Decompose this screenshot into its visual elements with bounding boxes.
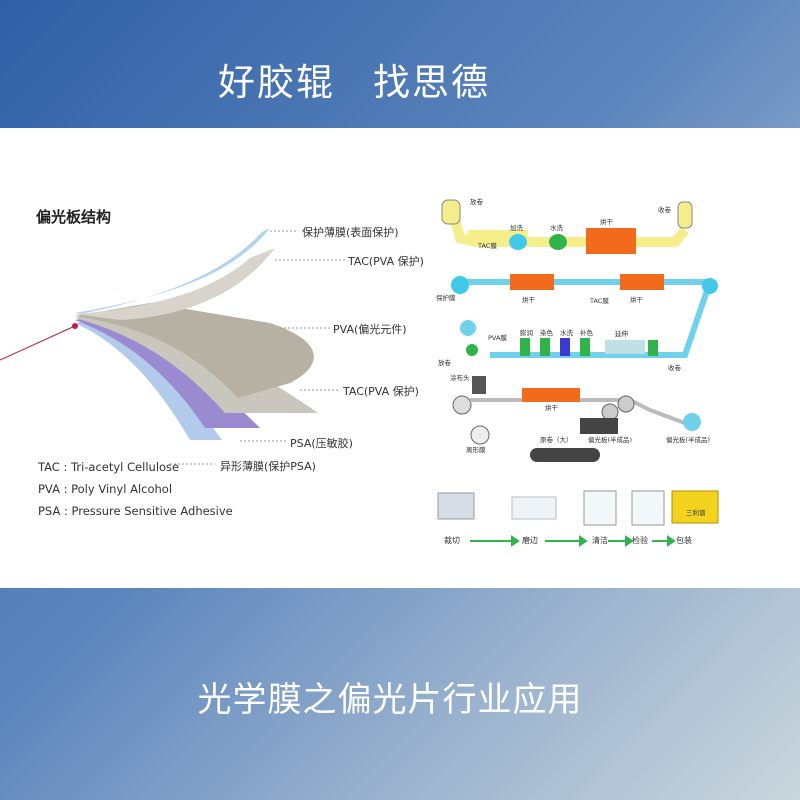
l2-s1: 膨润 bbox=[520, 328, 533, 337]
process-line-1: 加洗 水洗 烘干 放卷 收卷 TAC膜 bbox=[441, 197, 693, 254]
process-line-2: 烘干 烘干 TAC膜 保护膜 PVA膜 膨润 染色 水洗 延伸 补色 放卷 收卷 bbox=[436, 274, 718, 372]
final-steps-row: 三利谱 bbox=[437, 490, 719, 526]
l3-coater: 涂布头 bbox=[450, 373, 470, 382]
step-arrows bbox=[470, 535, 676, 547]
l3-dry: 烘干 bbox=[545, 403, 559, 412]
headline-part2: 找思德 bbox=[373, 61, 490, 104]
pointer-dot bbox=[72, 323, 78, 329]
edge-icon bbox=[511, 496, 557, 520]
headline: 好胶辊找思德 bbox=[0, 52, 800, 106]
box-label: 三利谱 bbox=[686, 508, 706, 517]
l1-coat2: 水洗 bbox=[550, 223, 564, 232]
cut-icon bbox=[437, 492, 475, 520]
layer-label-2: TAC(PVA 保护) bbox=[348, 255, 424, 268]
layer-label-3: PVA(偏光元件) bbox=[333, 323, 407, 336]
step-edge: 磨边 bbox=[522, 536, 538, 545]
l2-unwind: 放卷 bbox=[438, 358, 452, 367]
layer-psa-protect bbox=[75, 318, 222, 440]
layer-tac-top bbox=[75, 248, 275, 320]
inspect-icon bbox=[631, 490, 665, 526]
l2-dry1: 烘干 bbox=[522, 295, 536, 304]
footer-title: 光学膜之偏光片行业应用 bbox=[197, 680, 583, 720]
l1-unwind: 放卷 bbox=[470, 197, 484, 206]
l2-protect: 保护膜 bbox=[436, 293, 456, 302]
process-line-3: 涂布头 烘干 离形膜 原卷（大） 偏光板(半成品) 偏光板(半成品) bbox=[450, 373, 710, 462]
package-box-icon bbox=[671, 490, 719, 524]
l2-s2: 染色 bbox=[540, 328, 554, 337]
legend-psa: PSA : Pressure Sensitive Adhesive bbox=[38, 504, 233, 518]
l2-pva: PVA膜 bbox=[488, 333, 507, 342]
l2-s5: 补色 bbox=[580, 328, 594, 337]
l1-coat1: 加洗 bbox=[510, 223, 524, 232]
l3-finished: 偏光板(半成品) bbox=[666, 435, 710, 444]
legend-tac: TAC : Tri-acetyl Cellulose bbox=[38, 460, 180, 474]
structure-title: 偏光板结构 bbox=[36, 208, 112, 226]
legend-pva: PVA : Poly Vinyl Alcohol bbox=[38, 482, 173, 496]
l3-release: 离形膜 bbox=[466, 445, 486, 454]
l2-s3: 水洗 bbox=[560, 328, 574, 337]
l2-dry2: 烘干 bbox=[630, 295, 644, 304]
l3-rolls: 原卷（大） bbox=[540, 435, 573, 444]
process-flow-diagram: 加洗 水洗 烘干 放卷 收卷 TAC膜 烘干 烘干 TAC膜 保护膜 PVA膜 … bbox=[436, 197, 718, 462]
clean-icon bbox=[583, 490, 617, 526]
l2-rewind: 收卷 bbox=[668, 363, 682, 372]
headline-part1: 好胶辊 bbox=[218, 61, 335, 104]
step-cut: 裁切 bbox=[444, 536, 460, 545]
layer-pva bbox=[75, 303, 314, 398]
l1-tac: TAC膜 bbox=[477, 241, 497, 250]
l2-s4: 延伸 bbox=[615, 329, 629, 338]
l1-rewind: 收卷 bbox=[658, 205, 672, 214]
polarizer-layers-diagram bbox=[0, 228, 345, 465]
layer-label-1: 保护薄膜(表面保护) bbox=[302, 226, 399, 239]
step-pack: 包装 bbox=[676, 536, 692, 545]
layer-label-5: PSA(压敏胶) bbox=[290, 437, 353, 450]
l1-dry: 烘干 bbox=[600, 217, 614, 226]
layer-label-4: TAC(PVA 保护) bbox=[343, 385, 419, 398]
l3-half: 偏光板(半成品) bbox=[588, 435, 632, 444]
step-inspect: 检验 bbox=[632, 536, 648, 545]
pointer-line bbox=[0, 325, 76, 361]
layer-label-6: 异形薄膜(保护PSA) bbox=[220, 460, 316, 473]
l2-tac: TAC膜 bbox=[589, 296, 609, 305]
step-clean: 清洁 bbox=[592, 536, 608, 545]
